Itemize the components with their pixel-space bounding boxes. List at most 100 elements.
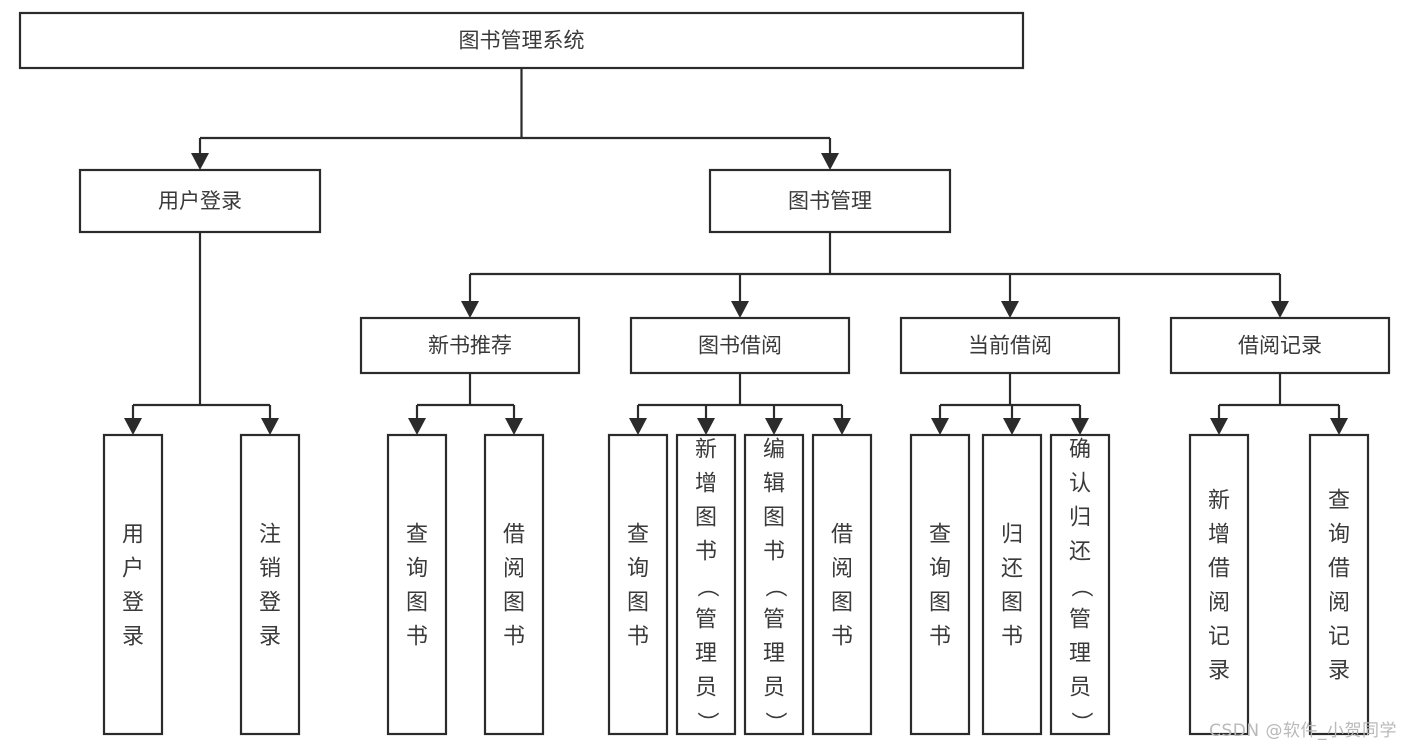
node-label-char: 阅: [1208, 591, 1230, 616]
node-leaf-query-book-3[interactable]: 查询图书查询图书: [909, 433, 971, 736]
node-box-book-borrow: [629, 316, 851, 375]
node-label-char: 记: [1208, 625, 1230, 650]
node-label-char: 图: [503, 591, 525, 616]
node-box-leaf-query-book-2: [607, 433, 669, 736]
node-label-char: 登: [259, 591, 281, 616]
node-leaf-return-book[interactable]: 归还图书归还图书: [981, 433, 1043, 736]
node-label-char: 图: [763, 506, 785, 531]
node-label-char: 书: [929, 625, 951, 650]
node-label-char: 查: [929, 523, 951, 548]
node-box-leaf-edit-book: [743, 433, 805, 736]
edge-group-book-manage: [461, 232, 1289, 318]
node-label-book-manage: 图书管理: [788, 189, 872, 213]
node-label-char: 录: [259, 625, 281, 650]
node-leaf-borrow-book-1[interactable]: 借阅图书借阅图书: [483, 433, 545, 736]
node-label-char: 户: [122, 557, 144, 582]
node-label-char: 借: [1208, 557, 1230, 582]
node-box-leaf-user-logout: [239, 433, 301, 736]
node-label-char: （: [1068, 575, 1093, 597]
node-label-char: 书: [406, 625, 428, 650]
node-label-char: 理: [695, 642, 717, 667]
node-label-char: 录: [1208, 659, 1230, 684]
node-label-char: 用: [122, 523, 144, 548]
node-box-leaf-borrow-book-2: [811, 433, 873, 736]
node-label-borrow-record: 借阅记录: [1238, 334, 1322, 358]
node-leaf-query-book-1[interactable]: 查询图书查询图书: [386, 433, 448, 736]
node-box-root: [18, 11, 1025, 70]
node-box-new-book-rec: [359, 316, 581, 375]
node-box-user-login: [78, 168, 322, 234]
node-label-char: 认: [1069, 472, 1091, 497]
node-label-char: 书: [503, 625, 525, 650]
node-label-char: 增: [1208, 523, 1230, 548]
node-label-char: 登: [122, 591, 144, 616]
node-label-char: 归: [1069, 506, 1091, 531]
node-leaf-user-logout[interactable]: 注销登录注销登录: [239, 433, 301, 736]
node-label-char: 图: [406, 591, 428, 616]
node-label-char: 确: [1069, 438, 1091, 463]
node-label-char: 查: [406, 523, 428, 548]
node-label-char: 查: [1328, 489, 1350, 514]
node-label-char: 注: [259, 523, 281, 548]
node-label-char: ）: [694, 711, 719, 733]
node-user-login[interactable]: 用户登录: [78, 168, 322, 234]
node-label-char: 询: [406, 557, 428, 582]
edge-group-root: [191, 68, 839, 170]
node-label-char: （: [762, 575, 787, 597]
node-borrow-record[interactable]: 借阅记录: [1169, 316, 1391, 375]
node-book-manage[interactable]: 图书管理: [708, 168, 952, 234]
node-leaf-query-record[interactable]: 查询借阅记录查询借阅记录: [1308, 433, 1370, 736]
node-box-leaf-borrow-book-1: [483, 433, 545, 736]
edge-group-borrow-record: [1210, 373, 1348, 435]
node-root[interactable]: 图书管理系统: [18, 11, 1025, 70]
node-label-char: 书: [763, 540, 785, 565]
edges-layer: [124, 68, 1348, 435]
node-label-char: 录: [122, 625, 144, 650]
node-box-leaf-return-book: [981, 433, 1043, 736]
node-label-char: 理: [1069, 642, 1091, 667]
node-label-char: ）: [762, 711, 787, 733]
node-box-leaf-add-record: [1188, 433, 1250, 736]
node-label-root: 图书管理系统: [459, 29, 585, 53]
node-label-char: 询: [929, 557, 951, 582]
node-label-char: 查: [627, 523, 649, 548]
node-label-char: 借: [1328, 557, 1350, 582]
node-leaf-add-record[interactable]: 新增借阅记录新增借阅记录: [1188, 433, 1250, 736]
node-leaf-query-book-2[interactable]: 查询图书查询图书: [607, 433, 669, 736]
node-label-char: 图: [695, 506, 717, 531]
node-new-book-rec[interactable]: 新书推荐: [359, 316, 581, 375]
node-label-char: 图: [1001, 591, 1023, 616]
node-box-borrow-record: [1169, 316, 1391, 375]
edge-group-current-borrow: [931, 373, 1089, 435]
node-label-char: 阅: [831, 557, 853, 582]
node-book-borrow[interactable]: 图书借阅: [629, 316, 851, 375]
node-label-char: 图: [831, 591, 853, 616]
node-label-char: 书: [1001, 625, 1023, 650]
node-label-char: 书: [831, 625, 853, 650]
node-box-leaf-query-book-1: [386, 433, 448, 736]
node-label-char: 新: [1208, 489, 1230, 514]
node-label-char: 阅: [1328, 591, 1350, 616]
node-label-char: 图: [627, 591, 649, 616]
node-current-borrow[interactable]: 当前借阅: [899, 316, 1121, 375]
edge-group-new-book-rec: [408, 373, 523, 435]
node-label-char: 记: [1328, 625, 1350, 650]
node-label-char: 借: [831, 523, 853, 548]
node-label-char: ）: [1068, 711, 1093, 733]
node-label-char: （: [694, 575, 719, 597]
node-box-leaf-user-login: [102, 433, 164, 736]
node-label-char: 归: [1001, 523, 1023, 548]
node-leaf-user-login[interactable]: 用户登录用户登录: [102, 433, 164, 736]
node-label-char: 图: [929, 591, 951, 616]
node-label-char: 借: [503, 523, 525, 548]
node-label-char: 询: [627, 557, 649, 582]
node-label-char: 编: [763, 438, 785, 463]
node-leaf-borrow-book-2[interactable]: 借阅图书借阅图书: [811, 433, 873, 736]
node-label-char: 辑: [763, 472, 785, 497]
node-label-book-borrow: 图书借阅: [698, 334, 782, 358]
node-label-char: 管: [763, 608, 785, 633]
